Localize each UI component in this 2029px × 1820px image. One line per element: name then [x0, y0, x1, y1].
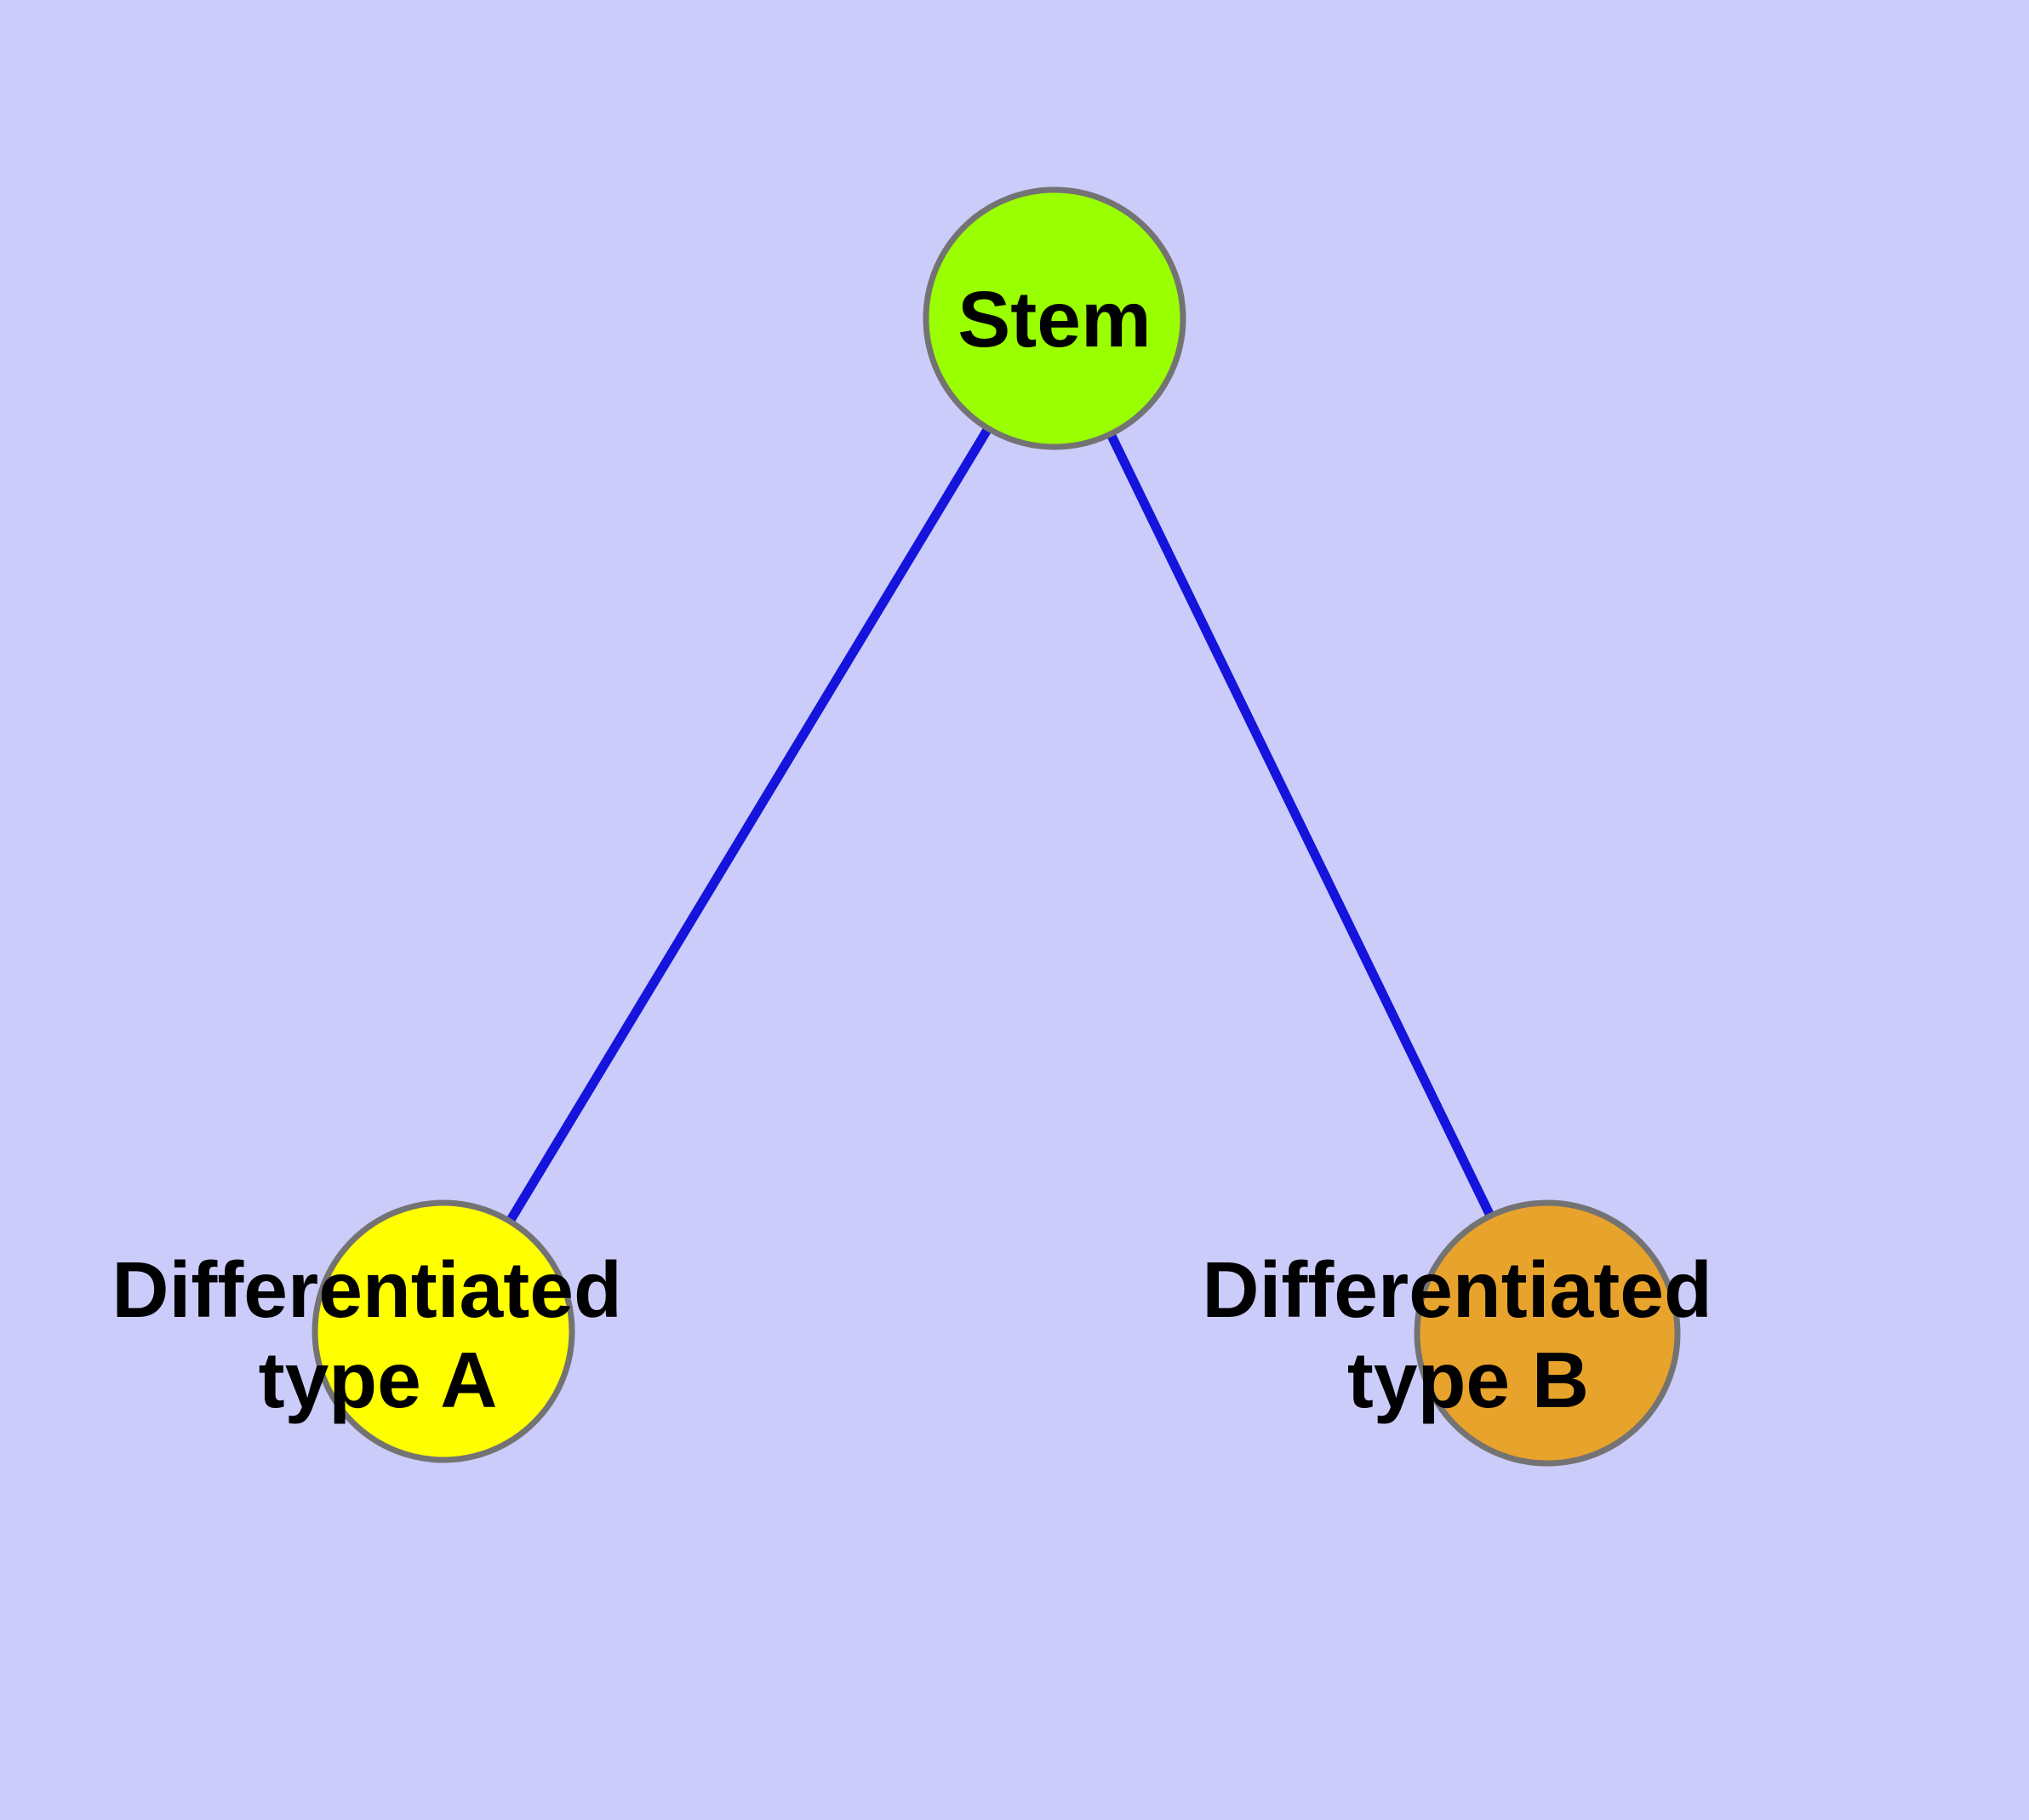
- node-circle-stem[interactable]: [923, 186, 1186, 450]
- node-label-differentiated-type-b-line2: type B: [1347, 1336, 1589, 1424]
- edge-layer: [439, 316, 1552, 1336]
- node-stem[interactable]: [923, 186, 1186, 450]
- node-circle-differentiated-type-a[interactable]: [311, 1199, 575, 1463]
- edge-stem-to-type-a[interactable]: [439, 316, 1059, 1334]
- node-label-differentiated-type-b-line1: Differentiated: [1202, 1245, 1712, 1334]
- edge-stem-to-type-b[interactable]: [1050, 316, 1552, 1336]
- node-label-stem-line1: Stem: [957, 275, 1151, 363]
- node-label-differentiated-type-b: Differentiated type B: [1202, 1245, 1734, 1424]
- node-layer: [311, 186, 1681, 1467]
- label-layer: Stem Differentiated type A Differentiate…: [111, 275, 1734, 1424]
- node-differentiated-type-a[interactable]: [311, 1199, 575, 1463]
- node-label-differentiated-type-a: Differentiated type A: [111, 1245, 643, 1424]
- node-differentiated-type-b[interactable]: [1414, 1199, 1681, 1467]
- node-label-differentiated-type-a-line2: type A: [259, 1336, 498, 1424]
- node-label-differentiated-type-a-line1: Differentiated: [111, 1245, 621, 1334]
- node-label-stem: Stem: [957, 275, 1151, 363]
- node-circle-differentiated-type-b[interactable]: [1414, 1199, 1681, 1467]
